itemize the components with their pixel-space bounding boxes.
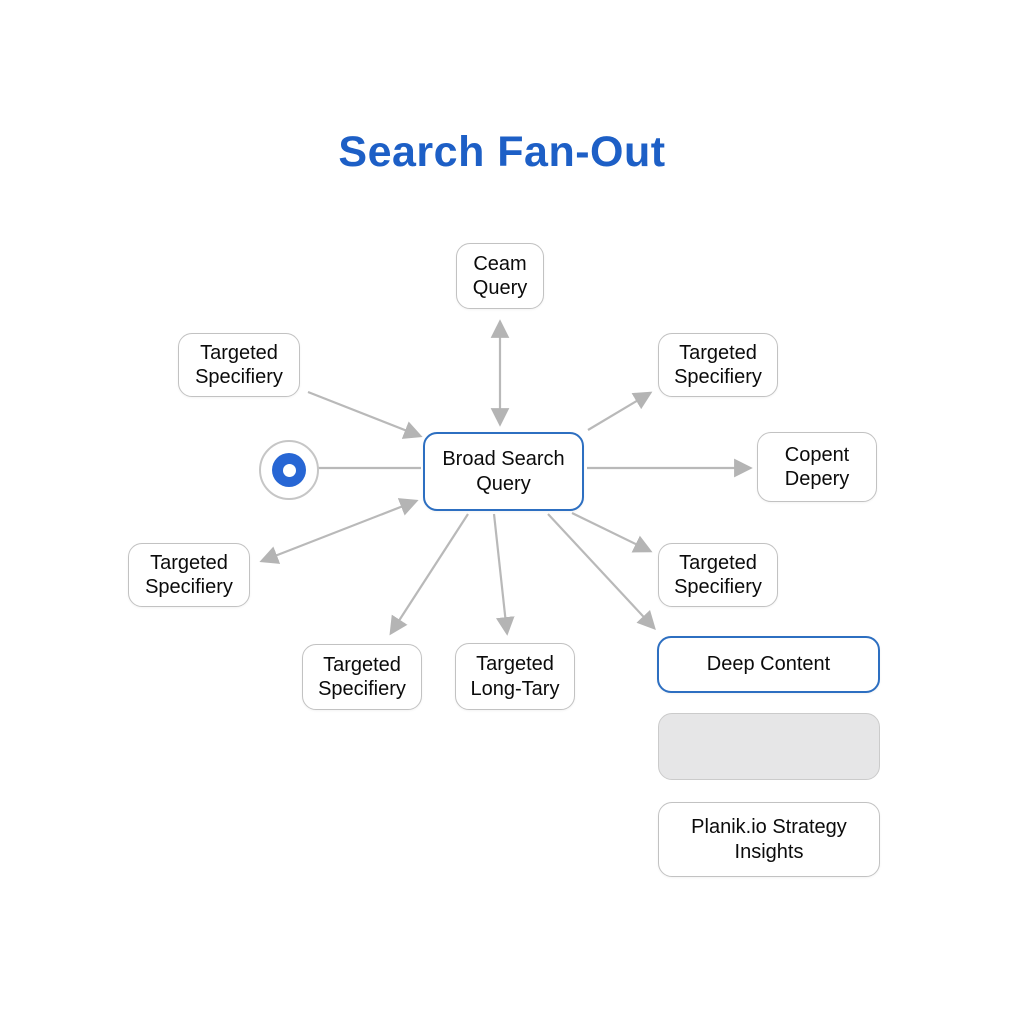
- connector-broad-search-query-to-targeted-specifiery-left: [259, 498, 419, 564]
- connector-broad-search-query-to-targeted-long-tary: [492, 513, 515, 636]
- planik-strategy-insights-node: Planik.io Strategy Insights: [658, 802, 880, 877]
- deep-content-node: Deep Content: [657, 636, 880, 693]
- target-icon: [259, 440, 319, 500]
- diagram-title: Search Fan-Out: [338, 128, 666, 176]
- connector-broad-search-query-to-targeted-specifiery-upper-right: [587, 391, 653, 431]
- target-icon-dot: [272, 453, 306, 487]
- connector-targeted-specifiery-upper-left-to-broad-search-query: [307, 390, 423, 439]
- targeted-specifiery-bottom-node: Targeted Specifiery: [302, 644, 422, 710]
- targeted-specifiery-left-node: Targeted Specifiery: [128, 543, 250, 607]
- targeted-specifiery-upper-left-node: Targeted Specifiery: [178, 333, 300, 397]
- targeted-long-tary-node: Targeted Long-Tary: [455, 643, 575, 710]
- connector-broad-search-query-to-targeted-specifiery-bottom: [389, 513, 469, 636]
- copent-depery-node: Copent Depery: [757, 432, 877, 502]
- connector-broad-search-query-to-deep-content: [547, 513, 656, 631]
- ceam-query-node: Ceam Query: [456, 243, 544, 309]
- broad-search-query-node: Broad Search Query: [423, 432, 584, 511]
- target-icon-hole: [282, 463, 296, 477]
- connector-broad-search-query-to-targeted-specifiery-right: [571, 512, 653, 553]
- targeted-specifiery-right-node: Targeted Specifiery: [658, 543, 778, 607]
- empty-placeholder-node: [658, 713, 880, 780]
- targeted-specifiery-upper-right-node: Targeted Specifiery: [658, 333, 778, 397]
